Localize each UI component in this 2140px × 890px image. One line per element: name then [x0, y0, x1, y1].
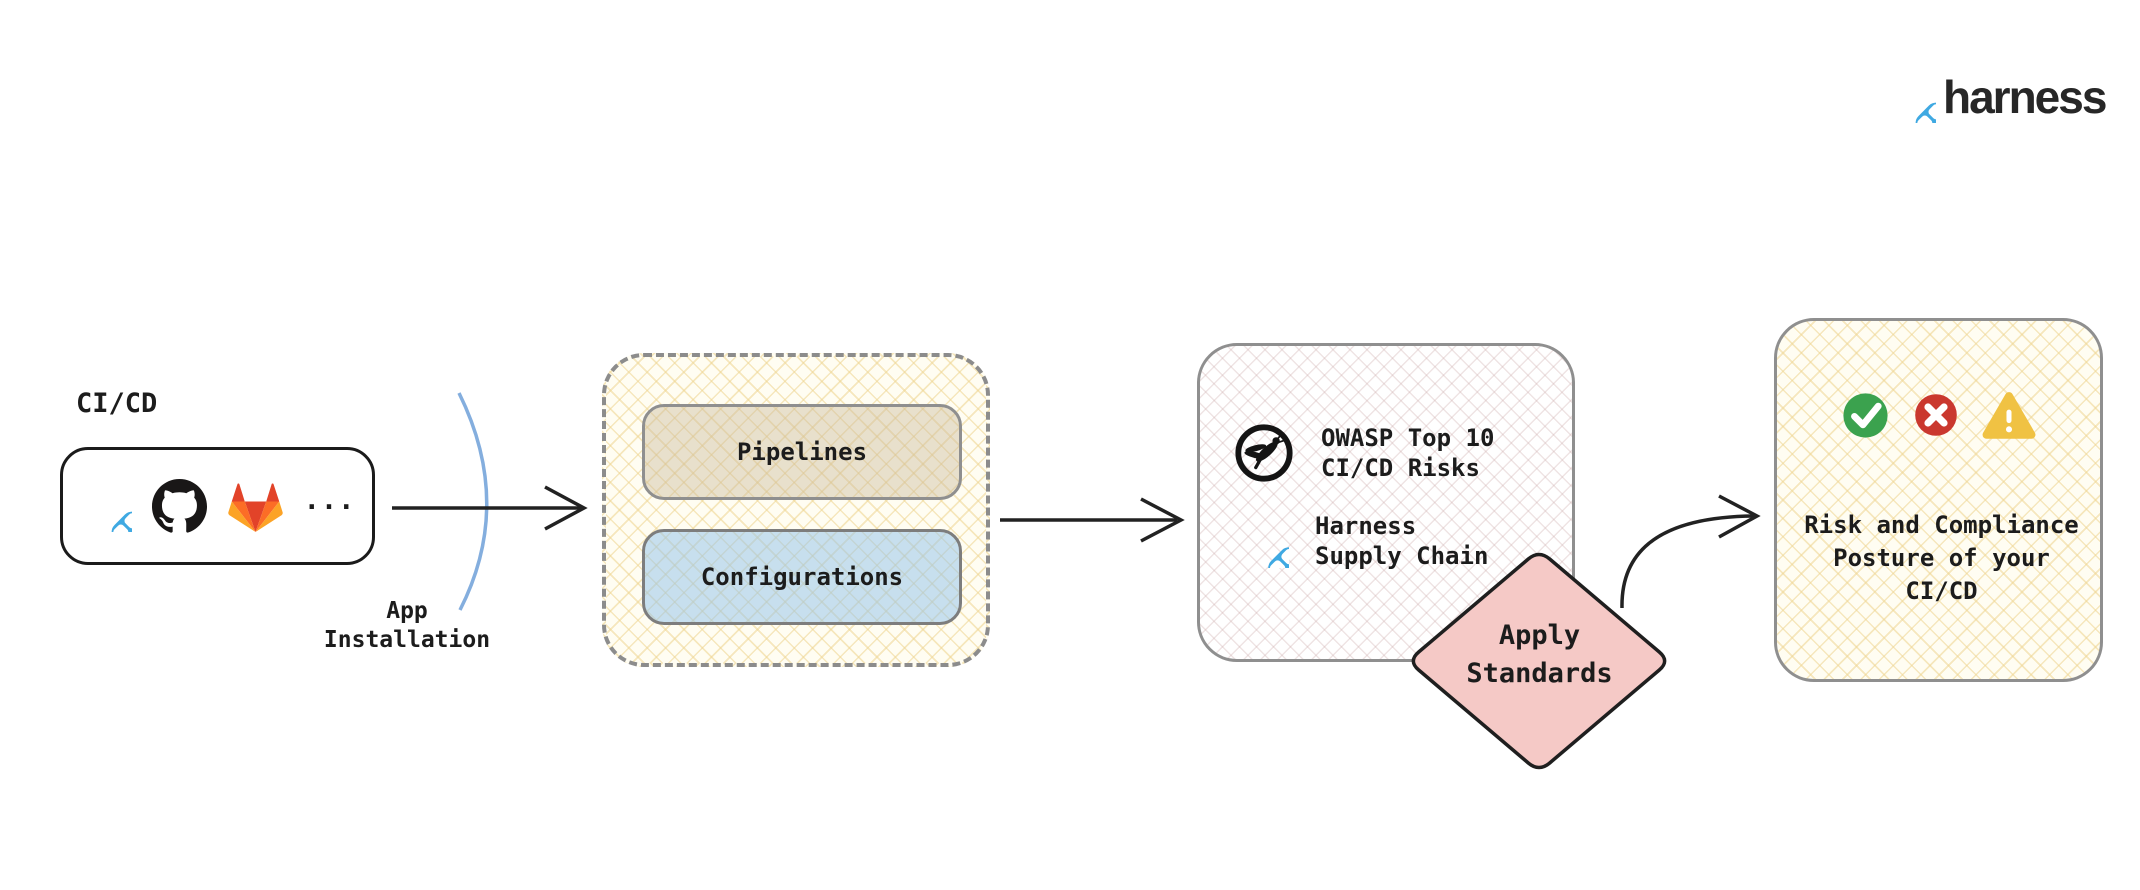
cicd-label: CI/CD: [76, 388, 158, 419]
harness-label-line2: Supply Chain: [1315, 542, 1489, 570]
more-sources-ellipsis: ...: [303, 484, 356, 516]
pipelines-box: Pipelines: [642, 404, 962, 500]
configurations-box: Configurations: [642, 529, 962, 625]
owasp-label-line1: OWASP Top 10: [1321, 424, 1495, 452]
harness-supply-chain-row: Harness Supply Chain: [1236, 511, 1488, 571]
harness-logo-text: harness: [1943, 71, 2107, 123]
pipelines-label: Pipelines: [736, 438, 868, 466]
owasp-label-line2: CI/CD Risks: [1321, 454, 1480, 482]
gitlab-icon: [227, 483, 283, 532]
app-installation-label: App Installation: [323, 598, 491, 653]
arrow-platform-to-standards: [1000, 497, 1185, 543]
harness-logo: harness: [1884, 70, 2107, 124]
result-box: Risk and Compliance Posture of your CI/C…: [1774, 318, 2103, 682]
standards-box: OWASP Top 10 CI/CD Risks Harness Supply …: [1197, 343, 1575, 662]
harness-label-line1: Harness: [1315, 512, 1417, 540]
warning-icon: [1982, 392, 2036, 439]
platform-group-box: Pipelines Configurations: [602, 353, 990, 667]
arrow-standards-to-result: [1620, 494, 1761, 609]
github-icon: [151, 478, 207, 533]
cicd-sources-box: ...: [60, 447, 375, 565]
owasp-icon: [1235, 424, 1293, 482]
owasp-row: OWASP Top 10 CI/CD Risks: [1233, 422, 1494, 484]
owasp-label: OWASP Top 10 CI/CD Risks: [1321, 423, 1494, 483]
apply-standards-line1: Apply: [1498, 620, 1581, 651]
app-installation-arc: [457, 392, 489, 611]
configurations-label: Configurations: [700, 563, 904, 591]
status-icons-row: [1777, 389, 2100, 441]
arrow-sources-to-platform: [392, 485, 588, 531]
result-label: Risk and Compliance Posture of your CI/C…: [1804, 511, 2079, 605]
apply-standards-label: Apply Standards: [1409, 617, 1670, 693]
harness-icon: [1236, 515, 1289, 568]
check-icon: [1843, 392, 1888, 438]
harness-icon: [80, 480, 132, 532]
harness-supply-chain-label: Harness Supply Chain: [1315, 511, 1488, 571]
cross-icon: [1915, 394, 1957, 436]
apply-standards-line2: Standards: [1466, 658, 1613, 689]
harness-logo-icon: [1884, 71, 1936, 123]
